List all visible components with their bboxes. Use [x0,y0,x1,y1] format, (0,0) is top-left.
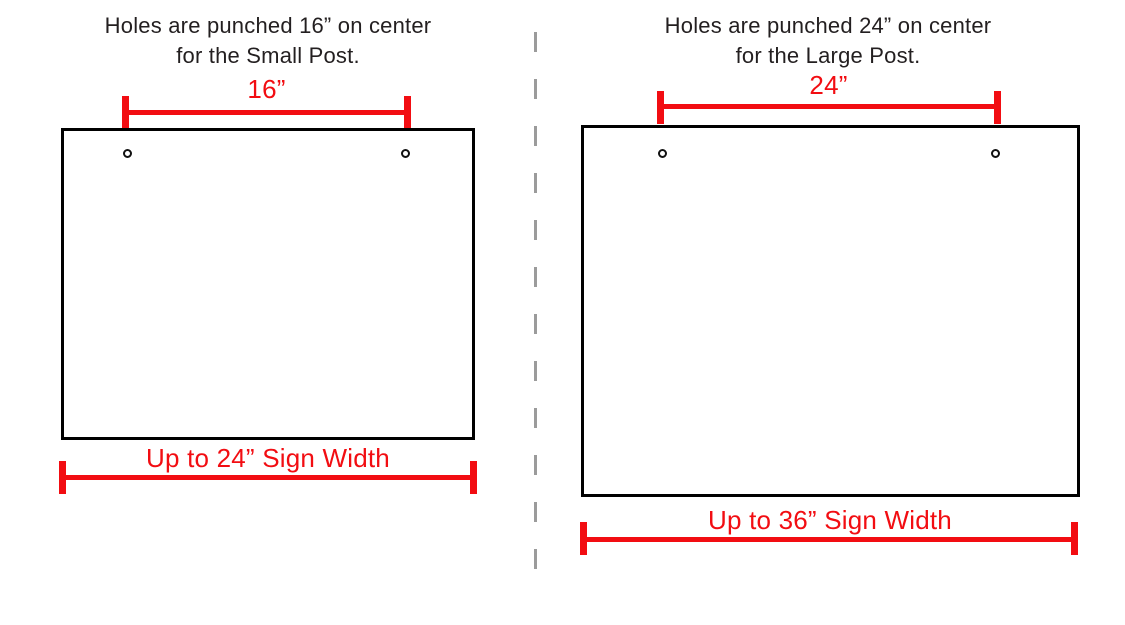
large-post-sign-width-label: Up to 36” Sign Width [708,505,952,535]
small-post-hole-right [401,149,410,158]
large-post-hole-spacing-tick-right [994,91,1001,124]
large-post-sign-rect [581,125,1080,497]
large-post-sign-width-dimension-line [583,537,1077,542]
small-post-sign-width-label: Up to 24” Sign Width [146,443,390,473]
small-post-sign-width-tick-right [470,461,477,494]
small-post-title-line1: Holes are punched 16” on center [104,13,432,38]
small-post-hole-spacing-tick-left [122,96,129,129]
small-post-hole-spacing-tick-right [404,96,411,129]
large-post-hole-left [658,149,667,158]
small-post-hole-left [123,149,132,158]
small-post-sign-width-tick-left [59,461,66,494]
small-post-hole-spacing-label: 16” [247,74,286,104]
large-post-sign-width-tick-right [1071,522,1078,555]
small-post-title: Holes are punched 16” on center for the … [48,11,488,71]
large-post-hole-spacing-tick-left [657,91,664,124]
small-post-title-line2: for the Small Post. [176,43,360,68]
small-post-sign-rect [61,128,475,440]
large-post-hole-spacing-label: 24” [809,70,848,100]
large-post-hole-right [991,149,1000,158]
large-post-title: Holes are punched 24” on center for the … [608,11,1048,71]
large-post-title-line2: for the Large Post. [735,43,921,68]
panel-divider [534,32,537,580]
small-post-sign-width-dimension-line [62,475,474,480]
large-post-sign-width-tick-left [580,522,587,555]
large-post-hole-spacing-dimension-line [660,104,997,109]
small-post-hole-spacing-dimension-line [125,110,408,115]
large-post-title-line1: Holes are punched 24” on center [664,13,992,38]
